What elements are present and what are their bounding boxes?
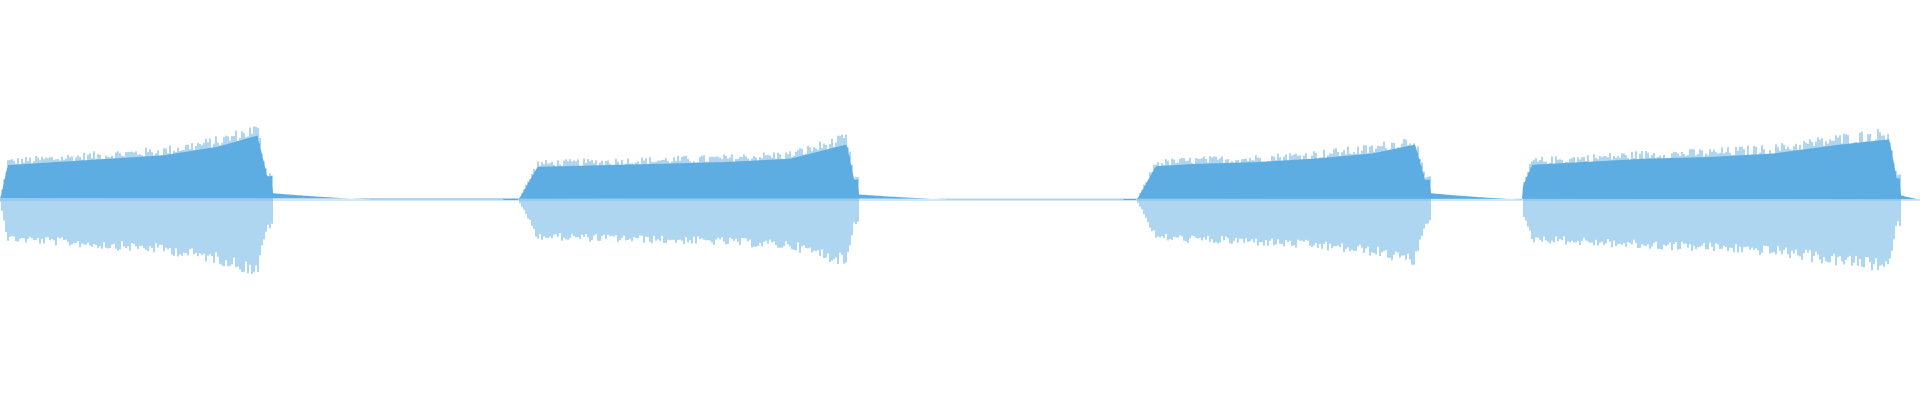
waveform-peaks (0, 126, 1901, 274)
waveform-body (0, 135, 1919, 200)
waveform-peak-lines (0, 126, 1901, 274)
